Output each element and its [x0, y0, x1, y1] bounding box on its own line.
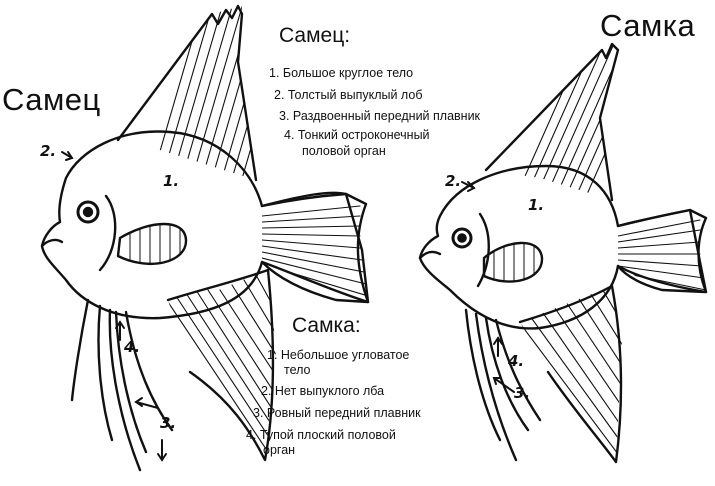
male-tail-rays: [262, 205, 368, 297]
male-label-large: Самец: [2, 82, 101, 117]
male-trait-2: 2. Толстый выпуклый лоб: [274, 88, 423, 102]
male-ventral-filaments: [70, 298, 174, 472]
female-trait-4: 4. Тупой плоский половой: [246, 428, 396, 442]
male-eye: [76, 200, 100, 224]
female-marker-organ: 4.: [508, 352, 525, 370]
female-marker-fin: 3.: [514, 384, 531, 402]
female-trait-2: 2. Нет выпуклого лба: [261, 384, 385, 398]
male-marker-organ: 4.: [124, 338, 141, 356]
female-dorsal-fin-rays: [509, 44, 618, 200]
female-trait-4-cont: орган: [263, 443, 296, 457]
female-mouth: [418, 250, 442, 260]
female-trait-1-cont: тело: [284, 363, 311, 377]
female-fin-arrow: [493, 377, 515, 393]
male-marker-forehead: 2.: [40, 142, 57, 160]
male-gill-line: [98, 194, 117, 272]
male-fin-arrow: [135, 401, 159, 409]
female-traits-heading: Самка:: [292, 314, 361, 337]
female-fish-drawing: [418, 42, 708, 464]
female-label-large: Самка: [600, 8, 696, 43]
female-tail-rays: [618, 219, 706, 291]
female-trait-1: 1. Небольшое угловатое: [267, 348, 410, 362]
female-eye: [451, 227, 473, 249]
female-gill-line: [476, 212, 490, 288]
male-trait-4: 4. Тонкий остроконечный: [284, 128, 430, 142]
male-dorsal-fin: [116, 4, 258, 182]
female-marker-forehead: 2.: [445, 172, 462, 190]
male-marker-body: 1.: [163, 172, 180, 190]
male-traits-heading: Самец:: [279, 24, 351, 47]
male-trait-4-cont: половой орган: [302, 144, 386, 158]
male-trait-1: 1. Большое круглое тело: [269, 66, 414, 80]
female-ventral-filaments: [464, 308, 542, 462]
male-anal-fin: [166, 268, 275, 462]
pointer-arrows: [61, 151, 515, 462]
female-tail-fin: [616, 208, 708, 294]
female-pectoral-fin: [482, 241, 544, 283]
female-marker-body: 1.: [528, 196, 545, 214]
male-trait-3: 3. Раздвоенный передний плавник: [279, 109, 481, 123]
female-anal-fin: [518, 284, 623, 464]
male-pectoral-fin: [116, 222, 188, 265]
female-trait-3: 3. Ровный передний плавник: [253, 406, 421, 420]
male-mouth: [40, 238, 64, 248]
female-anal-fin-rays: [520, 286, 622, 462]
male-marker-fin: 3.: [160, 414, 177, 432]
female-dorsal-fin: [484, 42, 620, 202]
